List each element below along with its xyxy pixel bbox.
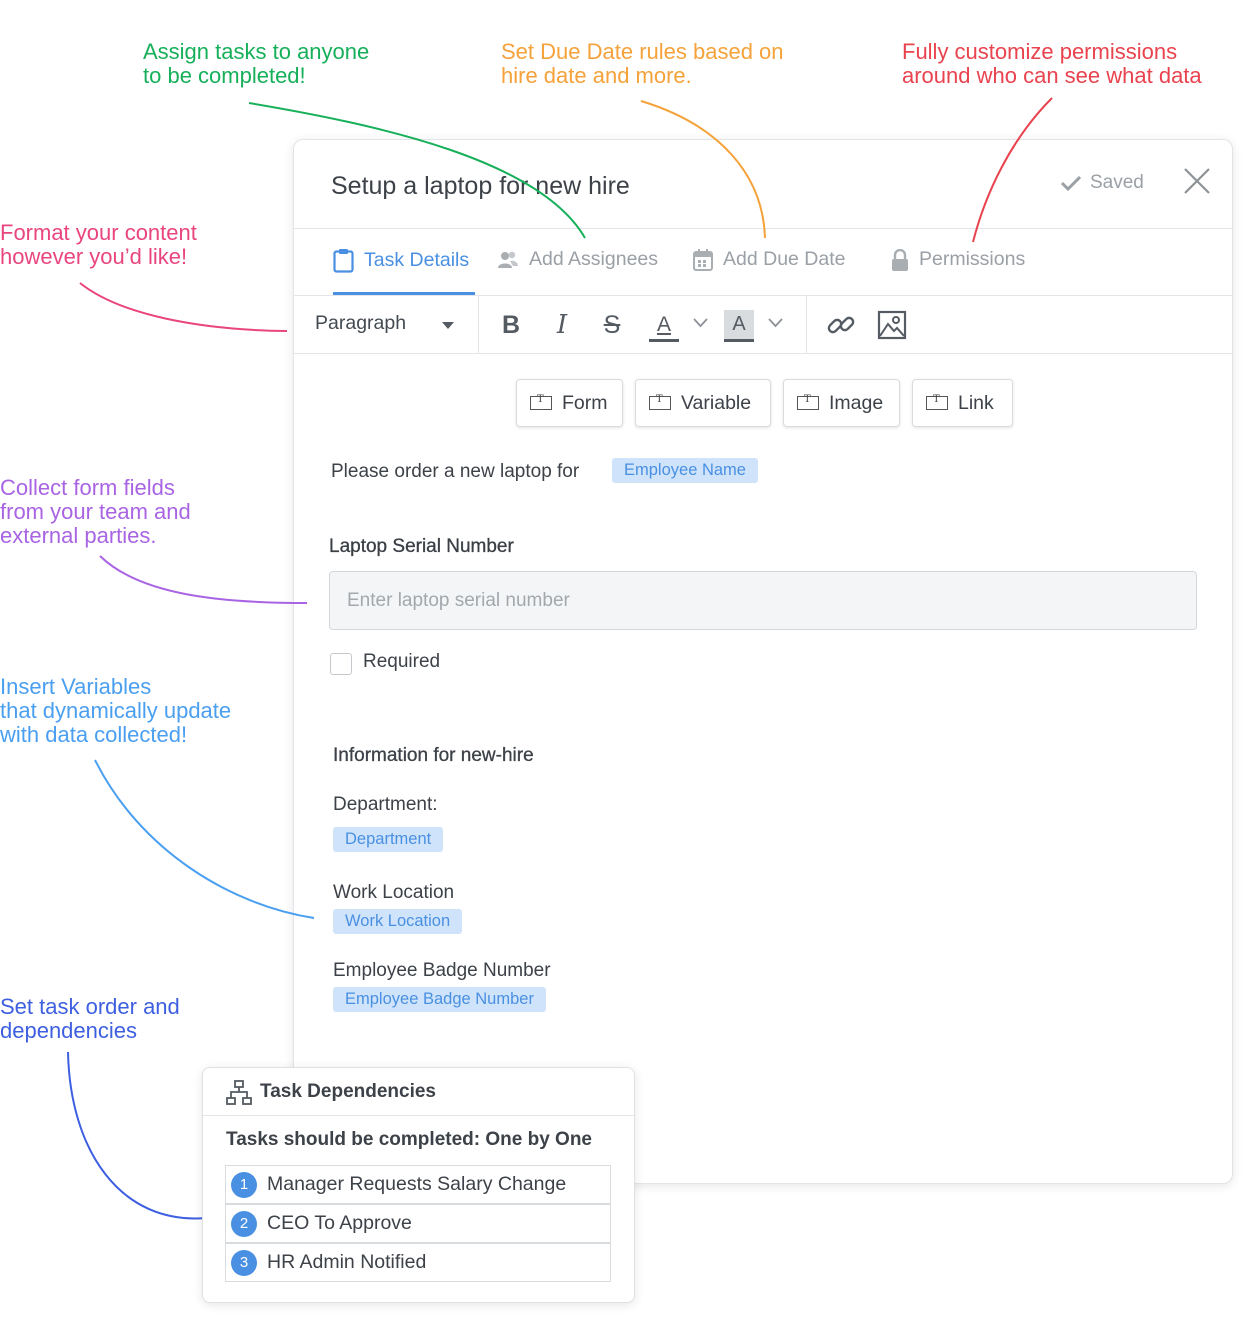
department-label: Department: xyxy=(333,794,438,815)
annotation-due-date: Set Due Date rules based on hire date an… xyxy=(501,39,784,88)
users-icon xyxy=(498,251,518,268)
insert-form-button[interactable]: Form xyxy=(516,379,623,427)
variable-chip-badge-number[interactable]: Employee Badge Number xyxy=(333,987,546,1012)
chip-label: Work Location xyxy=(333,909,463,934)
chevron-down-icon[interactable] xyxy=(442,322,454,329)
checkmark-icon xyxy=(1060,175,1082,192)
annotation-assignees: Assign tasks to anyone to be completed! xyxy=(143,39,370,88)
text-color-icon[interactable]: A xyxy=(649,310,679,342)
text-box-icon xyxy=(797,394,819,410)
annotation-variables: Insert Variables that dynamically update… xyxy=(0,674,232,747)
saved-status: Saved xyxy=(1060,172,1144,194)
divider xyxy=(294,228,1232,229)
insert-variable-label: Variable xyxy=(681,391,752,414)
italic-icon[interactable]: I xyxy=(556,310,568,340)
tab-add-due-date[interactable]: Add Due Date xyxy=(693,248,846,271)
divider xyxy=(294,353,1232,354)
dependency-item[interactable]: 2 CEO To Approve xyxy=(225,1204,611,1243)
tab-task-details[interactable]: Task Details xyxy=(333,248,469,273)
text-box-icon xyxy=(926,394,948,410)
task-title: Setup a laptop for new hire xyxy=(331,172,630,200)
annotation-form-fields: Collect form fields from your team and e… xyxy=(0,475,191,548)
annotation-permissions: Fully customize permissions around who c… xyxy=(902,39,1202,88)
tab-label: Add Due Date xyxy=(723,248,846,270)
active-tab-indicator xyxy=(333,292,475,295)
image-icon[interactable] xyxy=(877,310,907,340)
variable-chip-department[interactable]: Department xyxy=(333,827,444,852)
insert-form-label: Form xyxy=(562,391,608,414)
variable-chip-employee-name[interactable]: Employee Name xyxy=(612,458,758,483)
lock-icon xyxy=(892,248,908,271)
dependency-label: HR Admin Notified xyxy=(267,1251,427,1273)
variable-chip-work-location[interactable]: Work Location xyxy=(333,909,463,934)
dependencies-mode: Tasks should be completed: One by One xyxy=(226,1129,593,1150)
connector-form-fields xyxy=(99,555,308,604)
annotation-dependencies: Set task order and dependencies xyxy=(0,994,180,1043)
tab-permissions[interactable]: Permissions xyxy=(891,248,1025,271)
order-badge: 2 xyxy=(231,1210,257,1237)
text-box-icon xyxy=(649,394,671,410)
insert-image-label: Image xyxy=(829,391,884,414)
dependency-label: CEO To Approve xyxy=(267,1212,412,1234)
order-badge: 3 xyxy=(231,1249,257,1276)
insert-link-button[interactable]: Link xyxy=(912,379,1013,427)
divider xyxy=(294,295,1232,296)
task-dependencies-panel: Task Dependencies Tasks should be comple… xyxy=(202,1067,635,1303)
clipboard-icon xyxy=(333,249,354,273)
close-icon[interactable] xyxy=(1182,166,1212,196)
chip-label: Employee Badge Number xyxy=(333,987,546,1012)
toolbar-separator xyxy=(806,296,807,353)
link-icon[interactable] xyxy=(826,310,856,340)
insert-variable-button[interactable]: Variable xyxy=(635,379,771,427)
bold-icon[interactable]: B xyxy=(501,310,521,339)
insert-image-button[interactable]: Image xyxy=(783,379,900,427)
strikethrough-icon[interactable]: S xyxy=(603,310,621,339)
tab-label: Task Details xyxy=(364,249,470,271)
paragraph-style-select[interactable]: Paragraph xyxy=(315,312,406,335)
connector-variables xyxy=(94,759,315,919)
field-label: Laptop Serial Number xyxy=(329,536,514,557)
chevron-down-icon[interactable] xyxy=(693,318,708,328)
divider xyxy=(203,1115,634,1116)
tab-label: Permissions xyxy=(919,248,1026,270)
tab-label: Add Assignees xyxy=(529,248,659,270)
insert-link-label: Link xyxy=(958,391,994,414)
task-editor-card: Setup a laptop for new hire Saved Task D… xyxy=(293,139,1233,1184)
laptop-serial-input[interactable] xyxy=(329,571,1197,630)
hierarchy-icon xyxy=(226,1080,252,1105)
chevron-down-icon[interactable] xyxy=(768,318,783,328)
connector-dependencies xyxy=(67,1051,207,1220)
connector-format xyxy=(79,282,288,332)
calendar-icon xyxy=(693,248,713,271)
dependency-item[interactable]: 1 Manager Requests Salary Change xyxy=(225,1165,611,1204)
tab-add-assignees[interactable]: Add Assignees xyxy=(497,248,658,271)
highlight-icon[interactable]: A xyxy=(724,310,754,342)
order-badge: 1 xyxy=(231,1171,257,1198)
toolbar-separator xyxy=(478,296,479,353)
dependencies-title: Task Dependencies xyxy=(260,1081,437,1102)
badge-number-label: Employee Badge Number xyxy=(333,960,551,981)
text-box-icon xyxy=(530,394,552,410)
info-heading: Information for new-hire xyxy=(333,745,534,766)
chip-label: Department xyxy=(333,827,444,852)
saved-label: Saved xyxy=(1090,172,1144,193)
annotation-format: Format your content however you’d like! xyxy=(0,220,197,269)
chip-label: Employee Name xyxy=(612,458,758,483)
dependency-item[interactable]: 3 HR Admin Notified xyxy=(225,1243,611,1282)
dependency-label: Manager Requests Salary Change xyxy=(267,1173,567,1195)
intro-text: Please order a new laptop for xyxy=(331,461,580,482)
required-checkbox[interactable] xyxy=(330,653,352,675)
paragraph-label: Paragraph xyxy=(315,312,407,334)
required-label: Required xyxy=(363,651,441,672)
work-location-label: Work Location xyxy=(333,882,455,903)
